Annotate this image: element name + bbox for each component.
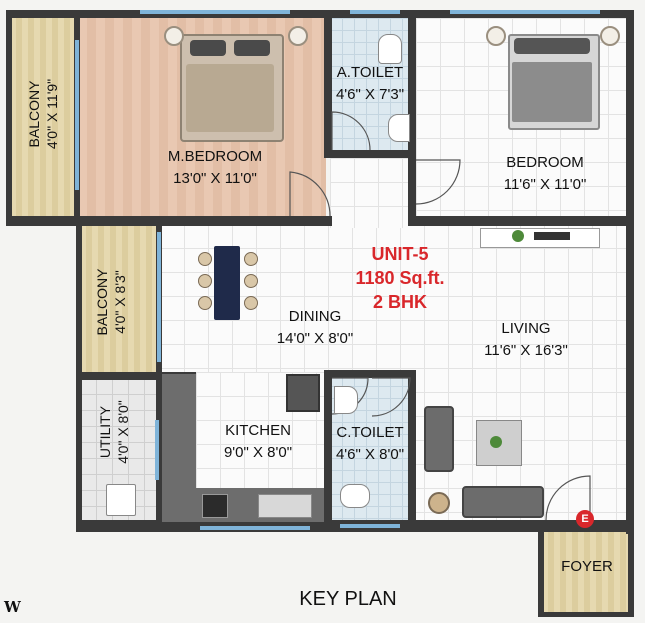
window [450,10,600,14]
lamp-icon [600,26,620,46]
room-dim: 4'0" X 8'3" [112,270,128,334]
wc-icon [340,484,370,508]
room-dim: 11'6" X 11'0" [503,176,587,193]
wall [538,528,544,616]
wall [324,372,332,528]
room-name: KITCHEN [225,422,291,439]
fridge-icon [286,374,320,412]
dining-chair [244,252,258,266]
sofa [424,406,454,472]
sofa [462,486,544,518]
coffee-table [476,420,522,466]
master-bed-pillow [234,40,270,56]
dining-chair [198,252,212,266]
wall [76,372,196,380]
room-dim: 9'0" X 8'0" [223,444,293,461]
master-bed-pillow [190,40,226,56]
wall [538,612,634,617]
window [200,526,310,530]
room-dim: 11'6" X 16'3" [484,342,568,359]
balcony-mid-floor [80,226,158,376]
window [155,420,159,480]
living-label: LIVING 11'6" X 16'3" [454,318,598,362]
center-passage-floor [330,158,416,228]
window [157,232,161,362]
master-bedroom-label: M.BEDROOM 13'0" X 11'0" [150,146,280,190]
wall [408,370,416,528]
room-name: LIVING [501,320,551,337]
washbasin-icon [334,386,358,414]
wall [628,528,634,616]
room-name: A.TOILET [336,64,404,81]
foyer-label: FOYER [544,556,630,578]
wall [408,216,632,226]
key-plan-caption: KEY PLAN [299,588,397,610]
room-name: BALCONY [94,268,110,336]
washing-machine-icon [106,484,136,516]
room-name: C.TOILET [336,424,404,441]
c-toilet-label: C.TOILET 4'6" X 8'0" [330,422,410,466]
dining-chair [198,296,212,310]
balcony-top-floor [10,14,77,219]
room-dim: 4'6" X 7'3" [335,86,405,103]
balcony-mid-label: BALCONY 4'0" X 8'3" [93,247,129,357]
dining-chair [244,274,258,288]
bedroom-bed-pillow [514,38,590,54]
room-dim: 4'0" X 8'0" [115,400,131,464]
sink-icon [258,494,312,518]
window [350,10,400,14]
plant-icon [490,436,502,448]
dining-chair [198,274,212,288]
bedroom-bed-blanket [512,62,592,122]
dining-chair [244,296,258,310]
wall [6,10,12,222]
hob-icon [202,494,228,518]
unit-type: 2 BHK [372,292,427,312]
wall [324,150,416,158]
lamp-icon [428,492,450,514]
plant-icon [512,230,524,242]
balcony-top-label: BALCONY 4'0" X 11'9" [25,39,61,189]
kitchen-label: KITCHEN 9'0" X 8'0" [196,420,320,464]
foyer-floor [542,532,634,614]
room-name: FOYER [561,558,613,575]
window [140,10,290,14]
dining-label: DINING 14'0" X 8'0" [250,306,380,350]
wc-icon [378,34,402,64]
wall [6,10,632,18]
tv-icon [534,232,570,240]
unit-area: 1180 Sq.ft. [355,268,445,288]
unit-info: UNIT-5 1180 Sq.ft. 2 BHK [336,242,464,314]
wall [6,216,332,226]
room-dim: 4'6" X 8'0" [335,446,405,463]
dining-table [214,246,240,320]
wall [324,10,332,156]
bedroom-label: BEDROOM 11'6" X 11'0" [470,152,620,196]
compass-label: W [4,598,21,616]
window [340,524,400,528]
room-name: M.BEDROOM [167,148,263,165]
lamp-icon [288,26,308,46]
wall [324,370,416,378]
room-dim: 13'0" X 11'0" [173,170,257,187]
entry-marker: E [576,510,594,528]
room-dim: 4'0" X 11'9" [44,78,60,150]
room-dim: 14'0" X 8'0" [276,330,354,347]
a-toilet-label: A.TOILET 4'6" X 7'3" [330,62,410,106]
wall [408,10,416,226]
utility-label: UTILITY 4'0" X 8'0" [96,382,132,482]
lamp-icon [164,26,184,46]
lamp-icon [486,26,506,46]
master-bed-blanket [186,64,274,132]
room-name: BALCONY [26,80,42,148]
unit-name: UNIT-5 [371,244,429,264]
wall [626,10,634,534]
room-name: UTILITY [97,405,113,459]
room-name: DINING [288,308,342,325]
washbasin-icon [388,114,410,142]
room-name: BEDROOM [506,154,584,171]
window [75,40,79,190]
